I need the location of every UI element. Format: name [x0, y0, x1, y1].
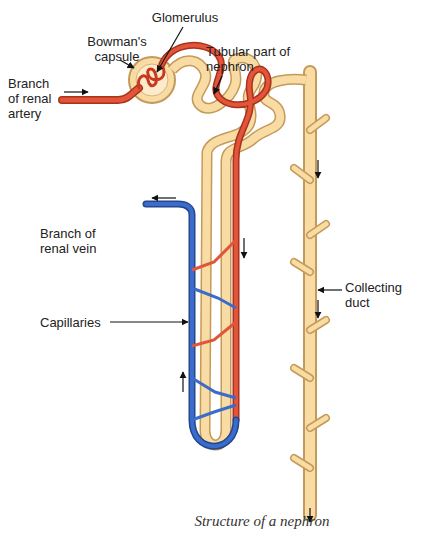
renal-vein-branch	[146, 204, 236, 446]
figure-caption: Structure of a nephron	[150, 512, 374, 530]
leader-line	[214, 76, 222, 94]
flow-arrow	[64, 91, 88, 92]
capillary-blue	[192, 288, 236, 420]
part-label: Capillaries	[40, 315, 120, 330]
efferent-outline	[162, 45, 268, 420]
venous-vessels	[146, 204, 236, 446]
arrows	[64, 27, 342, 522]
part-label: Collecting duct	[345, 280, 425, 310]
part-label: Bowman's capsule	[84, 34, 150, 64]
capillary-network	[192, 240, 236, 420]
vein-outline	[146, 204, 236, 446]
collecting-duct	[294, 72, 326, 515]
leader-line	[157, 27, 183, 72]
part-label: Branch of renal vein	[40, 226, 120, 256]
part-label: Glomerulus	[140, 10, 230, 25]
leader-line	[110, 321, 188, 322]
flow-arrow	[243, 238, 244, 258]
flow-arrow	[152, 197, 176, 198]
duct-fill	[305, 72, 315, 515]
part-label: Branch of renal artery	[8, 76, 62, 121]
efferent-arteriole	[162, 45, 268, 420]
capillary-red	[192, 240, 236, 346]
leader-line	[318, 289, 342, 290]
flow-arrow	[182, 372, 183, 392]
flow-arrow	[317, 300, 318, 318]
duct-branch-outline	[294, 118, 326, 468]
afferent-outline	[62, 88, 139, 100]
duct-branch	[294, 118, 326, 468]
duct-outline	[303, 72, 317, 515]
part-label: Tubular part of nephron	[206, 44, 310, 74]
afferent-arteriole	[62, 88, 139, 100]
flow-arrow	[317, 160, 318, 178]
